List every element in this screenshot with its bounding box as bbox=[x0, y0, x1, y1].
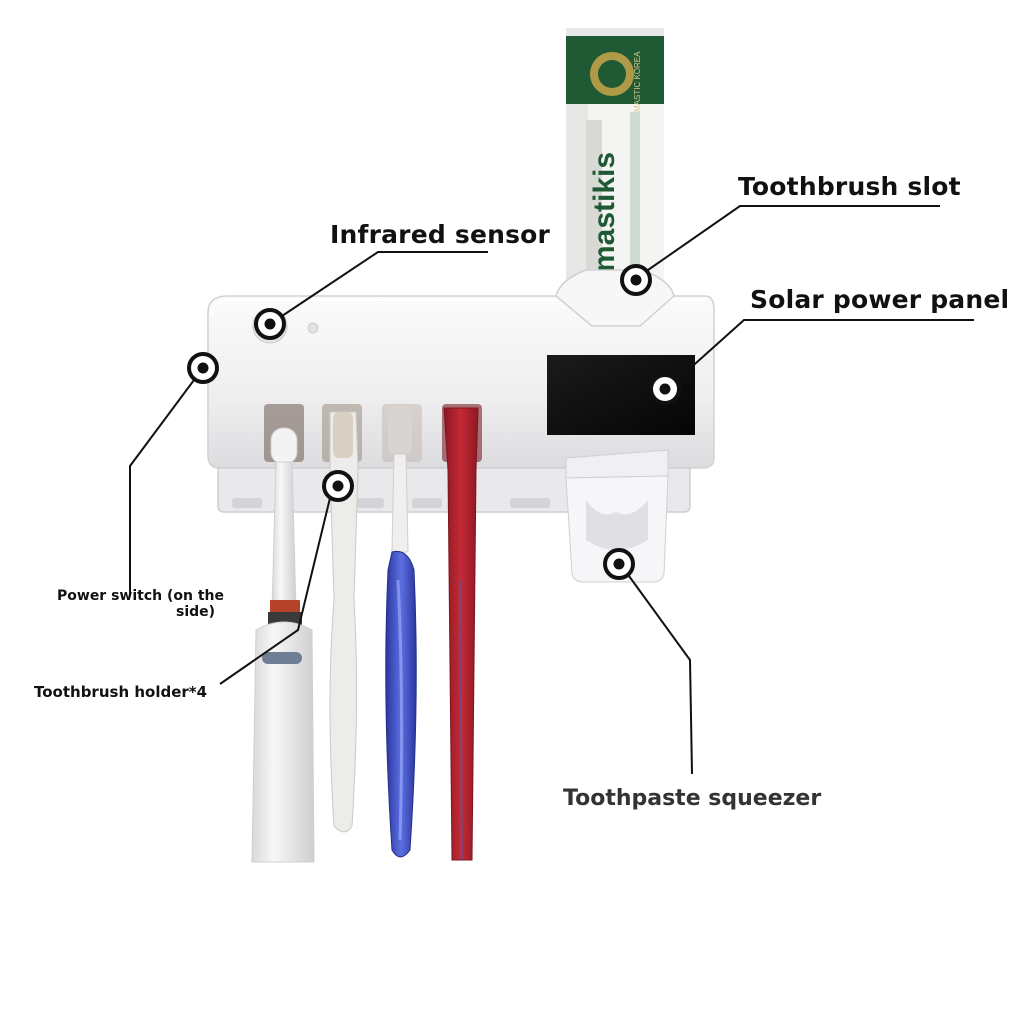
marker-solar-panel bbox=[649, 373, 681, 405]
label-toothbrush-slot: Toothbrush slot bbox=[738, 172, 961, 201]
marker-toothbrush-holder bbox=[322, 470, 354, 502]
label-solar-power-panel: Solar power panel bbox=[750, 285, 1010, 314]
toothpaste-squeezer bbox=[565, 449, 669, 583]
marker-power-switch bbox=[187, 352, 219, 384]
label-toothbrush-holder: Toothbrush holder*4 bbox=[34, 683, 208, 701]
leader-toothpaste-squeezer bbox=[628, 575, 693, 775]
blue-toothbrush bbox=[385, 406, 417, 858]
leader-power-switch bbox=[129, 379, 195, 596]
electric-toothbrush bbox=[251, 427, 315, 863]
ivory-toothbrush bbox=[329, 411, 359, 833]
leader-solar-panel bbox=[676, 319, 974, 381]
label-power-switch-line2: side) bbox=[176, 604, 216, 620]
marker-infrared-sensor bbox=[254, 308, 286, 340]
marker-toothpaste-squeezer bbox=[603, 548, 635, 580]
label-power-switch-line1: Power switch (on the bbox=[57, 588, 224, 604]
toothpaste-tube: mastikis MASTIC KOREA bbox=[566, 28, 664, 284]
label-toothpaste-squeezer: Toothpaste squeezer bbox=[563, 786, 822, 811]
callout-markers bbox=[187, 264, 681, 580]
tube-brand-text: mastikis bbox=[588, 152, 621, 272]
red-toothbrush bbox=[443, 407, 479, 861]
marker-toothbrush-slot bbox=[620, 264, 652, 296]
label-infrared-sensor: Infrared sensor bbox=[330, 220, 551, 249]
leader-infrared-sensor bbox=[281, 251, 488, 317]
leader-toothbrush-holder bbox=[219, 497, 331, 685]
leader-toothbrush-slot bbox=[647, 205, 940, 271]
leader-lines bbox=[129, 205, 974, 775]
tube-side-text: MASTIC KOREA bbox=[633, 51, 642, 112]
